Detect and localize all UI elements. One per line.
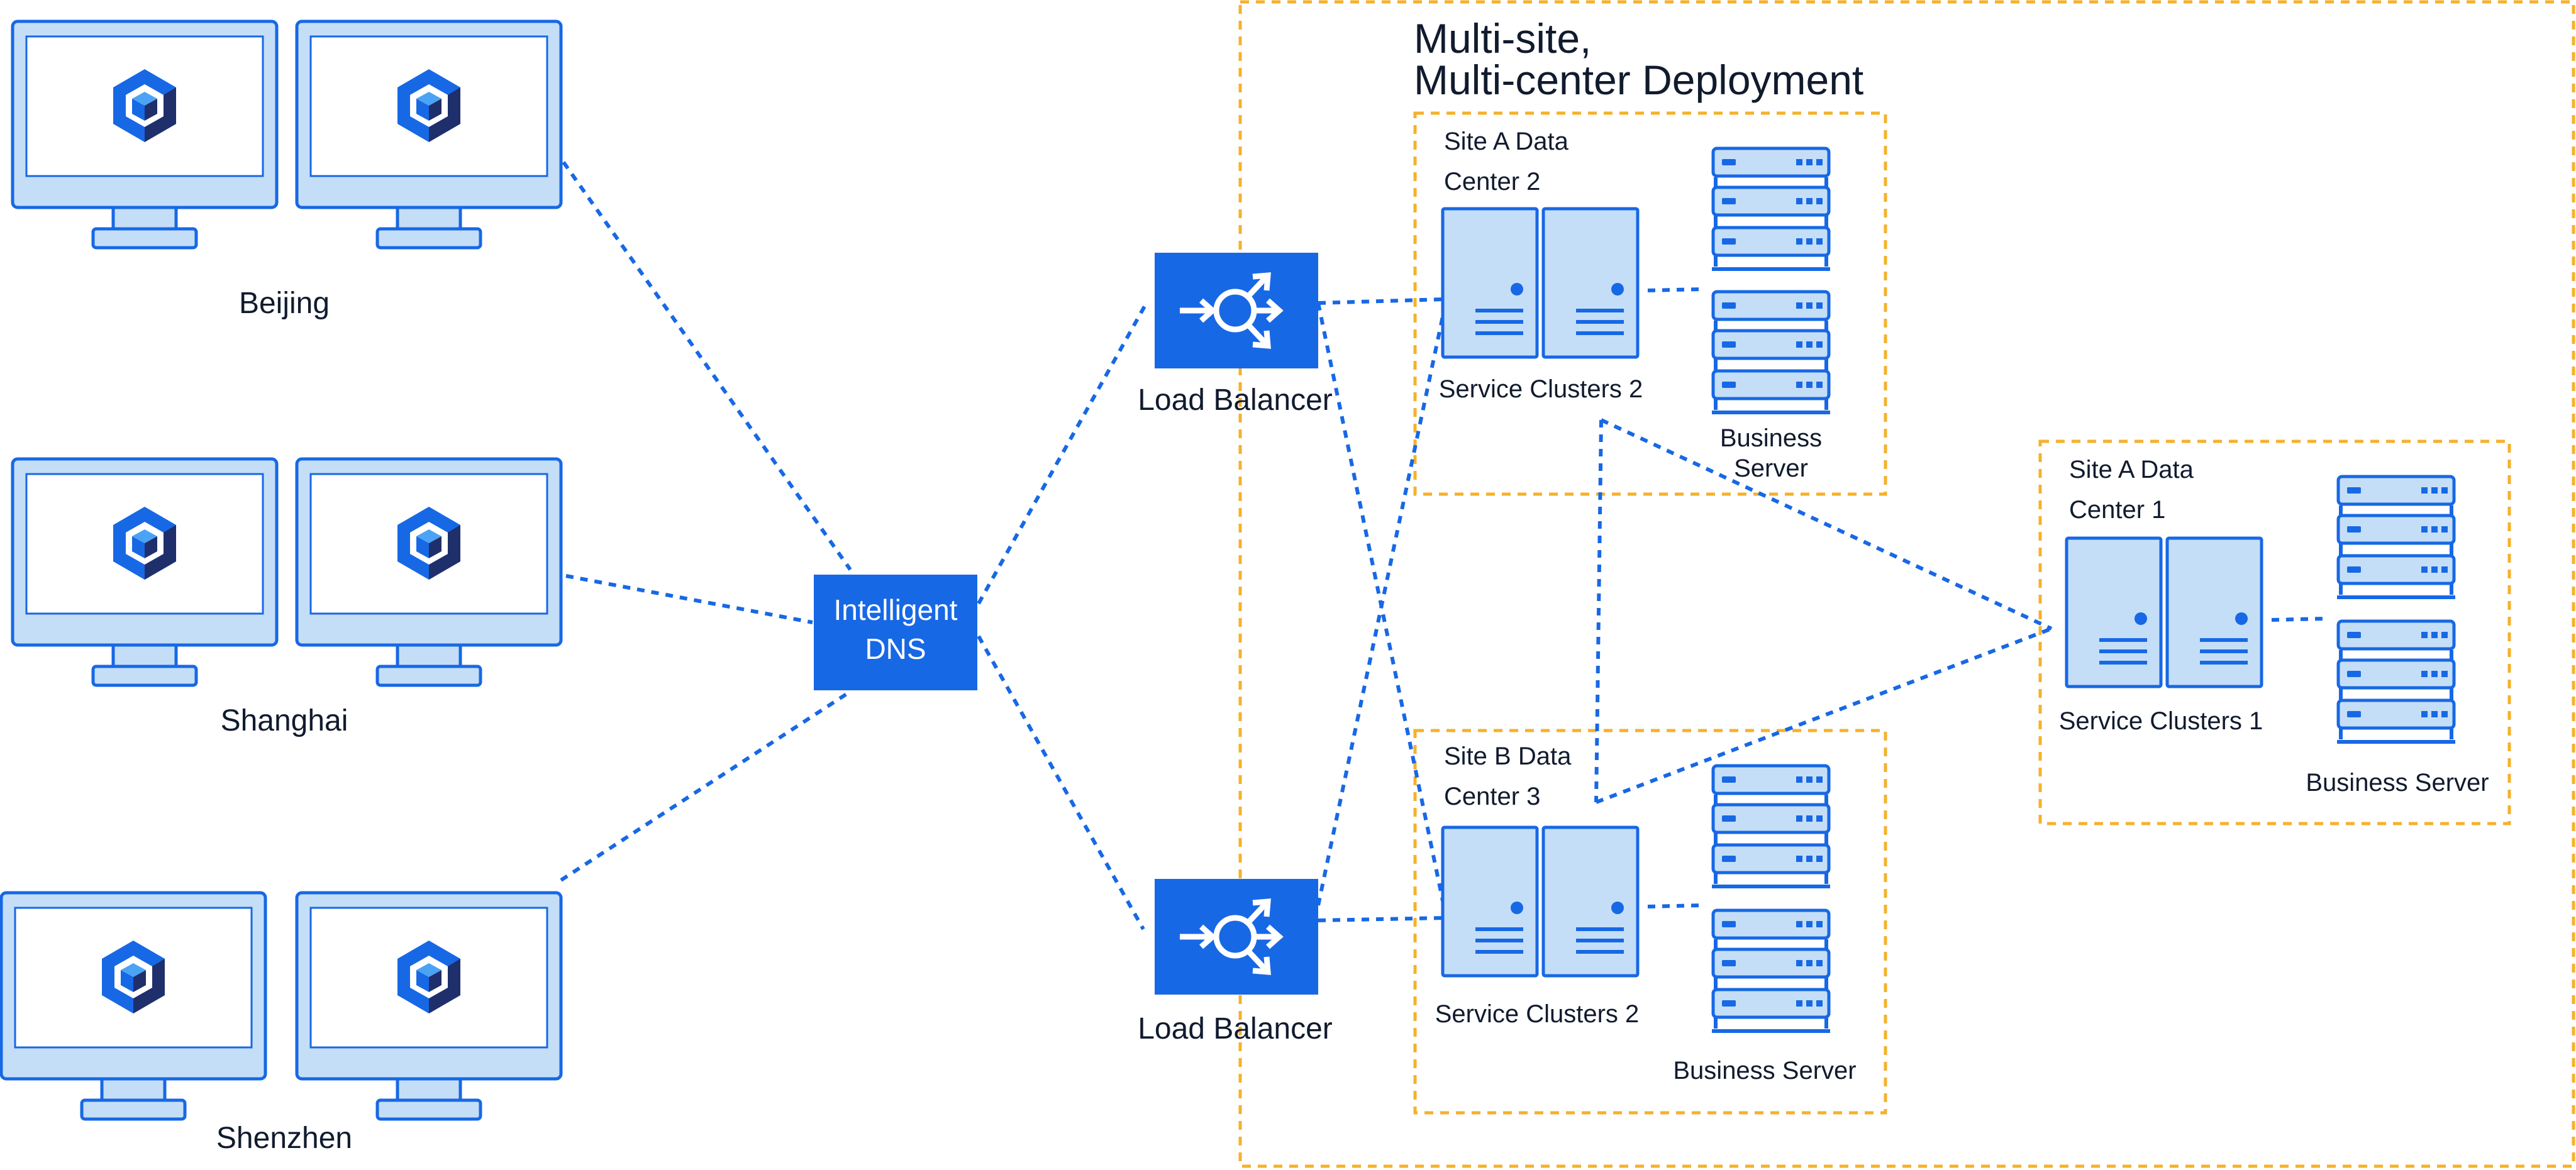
site-a-dc1-name-line2: Center 1 xyxy=(2069,496,2165,524)
site-b-dc3-business-servers xyxy=(1712,766,1830,1031)
site-a-dc2-name-line2: Center 2 xyxy=(1444,168,1540,196)
load-balancer-bottom-label: Load Balancer xyxy=(1138,1012,1333,1046)
site-a-dc2-box xyxy=(1413,111,1887,496)
connection-lines xyxy=(560,161,2325,930)
dns-label-line1: Intelligent xyxy=(834,593,958,626)
site-a-dc1-name-line1: Site A Data xyxy=(2069,456,2194,483)
rack-server-icon xyxy=(2337,477,2455,597)
dns-label-line2: DNS xyxy=(865,632,926,665)
rack-server-icon xyxy=(1712,766,1830,886)
city-label-shenzhen: Shenzhen xyxy=(216,1122,352,1155)
server-tower-icon xyxy=(1443,827,1537,976)
server-tower-icon xyxy=(2167,538,2262,687)
server-tower-icon xyxy=(1543,209,1638,357)
site-a-dc1-box xyxy=(2038,439,2511,825)
site-a-dc1-service-cluster xyxy=(2067,538,2262,687)
site-a-dc2-business-label-line1: Business xyxy=(1720,424,1822,452)
site-a-dc1-business-servers xyxy=(2337,477,2455,742)
city-label-shanghai: Shanghai xyxy=(221,704,348,737)
shenzhen-client-1 xyxy=(1,893,265,1119)
city-label-beijing: Beijing xyxy=(239,287,330,320)
region-title-line2: Multi-center Deployment xyxy=(1414,57,1863,103)
rack-server-icon xyxy=(1712,292,1830,412)
load-balancer-top-label: Load Balancer xyxy=(1138,384,1333,417)
site-a-dc2-cluster-label: Service Clusters 2 xyxy=(1439,375,1643,403)
rack-server-icon xyxy=(1712,148,1830,269)
site-b-dc3-name-line2: Center 3 xyxy=(1444,783,1540,810)
rack-server-icon xyxy=(1712,910,1830,1031)
site-a-dc1-business-label: Business Server xyxy=(2306,769,2489,797)
site-b-dc3-name-line1: Site B Data xyxy=(1444,742,1572,770)
region-title-line1: Multi-site, xyxy=(1414,15,1591,62)
intelligent-dns-node: Intelligent DNS xyxy=(814,575,977,690)
beijing-client-2 xyxy=(297,21,561,248)
server-tower-icon xyxy=(2067,538,2161,687)
shanghai-client-1 xyxy=(13,459,277,685)
site-b-dc3-cluster-label: Service Clusters 2 xyxy=(1435,1000,1640,1028)
shenzhen-client-2 xyxy=(297,893,561,1119)
site-a-dc2-business-servers xyxy=(1712,148,1830,412)
site-a-dc2-business-label-line2: Server xyxy=(1734,455,1808,482)
rack-server-icon xyxy=(2337,621,2455,742)
shanghai-client-2 xyxy=(297,459,561,685)
site-a-dc1-cluster-label: Service Clusters 1 xyxy=(2059,707,2263,735)
beijing-client-1 xyxy=(13,21,277,248)
server-tower-icon xyxy=(1543,827,1638,976)
site-b-dc3-box xyxy=(1413,729,1887,1115)
site-b-dc3-business-label: Business Server xyxy=(1673,1057,1856,1084)
site-b-dc3-service-cluster xyxy=(1443,827,1638,976)
server-tower-icon xyxy=(1443,209,1537,357)
site-a-dc2-name-line1: Site A Data xyxy=(1444,128,1569,155)
load-balancer-top: Load Balancer xyxy=(1138,253,1333,417)
load-balancer-bottom: Load Balancer xyxy=(1138,879,1333,1046)
multi-site-region xyxy=(1238,0,2575,1168)
site-a-dc2-service-cluster xyxy=(1443,209,1638,357)
